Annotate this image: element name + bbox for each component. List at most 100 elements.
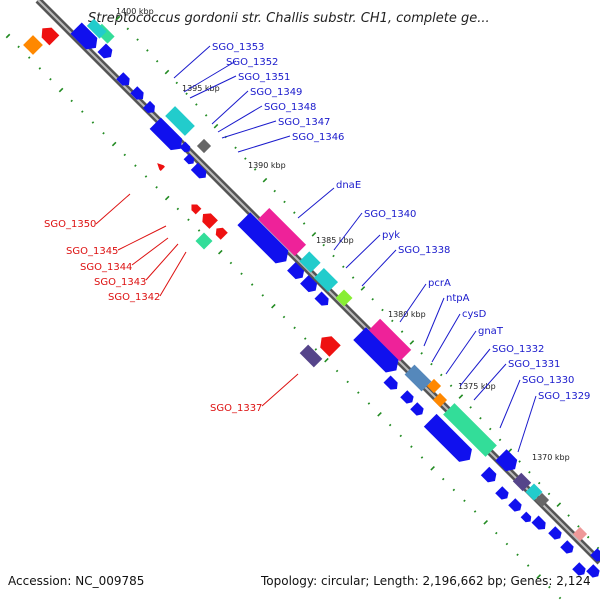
cds-feature[interactable]: [586, 564, 600, 580]
gene-label[interactable]: SGO_1347: [278, 117, 330, 128]
tick-mark: [136, 38, 139, 41]
cds-feature[interactable]: [480, 466, 499, 485]
tick-mark: [360, 286, 366, 291]
feature-block[interactable]: [23, 35, 43, 55]
cds-feature[interactable]: [70, 22, 101, 53]
feature-block[interactable]: [299, 344, 323, 368]
tick-mark: [377, 411, 382, 417]
gene-label[interactable]: pyk: [382, 230, 400, 241]
cds-feature[interactable]: [410, 402, 426, 418]
gene-label[interactable]: SGO_1342: [108, 292, 160, 303]
gene-label[interactable]: SGO_1340: [364, 209, 416, 220]
gene-label[interactable]: SGO_1345: [66, 246, 118, 257]
cds-feature[interactable]: [199, 210, 218, 229]
cds-feature[interactable]: [97, 43, 116, 62]
feature-block[interactable]: [525, 483, 543, 501]
cds-feature[interactable]: [149, 117, 187, 155]
tick-mark: [250, 283, 254, 286]
tick-mark: [391, 319, 394, 323]
cds-feature[interactable]: [572, 562, 588, 578]
gene-label[interactable]: SGO_1331: [508, 359, 560, 370]
tick-mark: [586, 535, 590, 539]
kbp-label: 1370 kbp: [532, 453, 570, 462]
feature-block[interactable]: [426, 378, 442, 394]
cds-feature[interactable]: [423, 413, 476, 466]
feature-block[interactable]: [404, 364, 432, 392]
tick-mark: [261, 294, 265, 297]
gene-label[interactable]: SGO_1346: [292, 132, 344, 143]
topology-text: Topology: circular; Length: 2,196,662 bp…: [260, 574, 591, 588]
cds-feature[interactable]: [183, 153, 197, 167]
tick-mark: [164, 69, 170, 75]
tick-mark: [342, 265, 345, 269]
cds-feature[interactable]: [383, 375, 401, 393]
feature-block[interactable]: [299, 251, 321, 273]
cds-feature[interactable]: [116, 72, 132, 88]
cds-feature[interactable]: [130, 86, 146, 102]
tick-mark: [463, 499, 466, 502]
feature-block[interactable]: [313, 267, 339, 293]
gene-label[interactable]: dnaE: [336, 180, 361, 191]
gene-label[interactable]: gnaT: [478, 326, 504, 337]
feature-block[interactable]: [534, 492, 550, 508]
tick-mark: [262, 177, 268, 183]
cds-feature[interactable]: [495, 449, 520, 474]
feature-block[interactable]: [443, 403, 497, 457]
feature-block[interactable]: [512, 472, 532, 492]
cds-feature[interactable]: [548, 526, 564, 542]
outer-tick-marks: [115, 15, 600, 550]
feature-block[interactable]: [196, 138, 212, 154]
cds-feature[interactable]: [590, 548, 600, 564]
special-features: [23, 18, 588, 542]
feature-block[interactable]: [86, 18, 107, 39]
cds-feature[interactable]: [560, 540, 576, 556]
cds-feature[interactable]: [316, 332, 341, 357]
gene-label[interactable]: SGO_1343: [94, 277, 146, 288]
cds-feature[interactable]: [314, 291, 332, 309]
tick-mark: [518, 460, 521, 463]
gene-label[interactable]: SGO_1353: [212, 42, 264, 53]
tick-mark: [155, 59, 159, 63]
feature-block[interactable]: [257, 207, 307, 257]
gene-label[interactable]: pcrA: [428, 278, 451, 289]
feature-block[interactable]: [165, 106, 195, 136]
cds-feature[interactable]: [37, 23, 60, 46]
gene-label[interactable]: SGO_1330: [522, 375, 574, 386]
cds-feature[interactable]: [520, 511, 534, 525]
gene-label[interactable]: SGO_1348: [264, 102, 316, 113]
cds-feature[interactable]: [190, 162, 209, 181]
gene-label[interactable]: SGO_1338: [398, 245, 450, 256]
tick-mark: [495, 531, 498, 535]
cds-feature[interactable]: [155, 161, 165, 171]
tick-mark: [556, 502, 562, 508]
feature-block[interactable]: [195, 232, 213, 250]
feature-block[interactable]: [368, 318, 412, 362]
cds-feature[interactable]: [353, 327, 402, 376]
gene-label[interactable]: SGO_1332: [492, 344, 544, 355]
cds-feature[interactable]: [495, 486, 511, 502]
feature-block[interactable]: [572, 526, 588, 542]
tick-mark: [528, 471, 531, 474]
gene-label[interactable]: SGO_1337: [210, 403, 262, 414]
cds-feature[interactable]: [142, 100, 158, 116]
cds-feature[interactable]: [189, 202, 202, 215]
gene-label[interactable]: ntpA: [446, 293, 470, 304]
gene-label[interactable]: SGO_1329: [538, 391, 590, 402]
tick-mark: [420, 352, 423, 355]
gene-label[interactable]: SGO_1352: [226, 57, 278, 68]
gene-label[interactable]: cysD: [462, 309, 487, 320]
feature-block[interactable]: [432, 392, 448, 408]
tick-mark: [17, 45, 20, 49]
cds-feature[interactable]: [237, 212, 292, 267]
tick-mark: [452, 488, 456, 492]
cds-feature[interactable]: [508, 498, 524, 514]
cds-feature[interactable]: [179, 141, 193, 155]
cds-feature[interactable]: [213, 225, 228, 240]
cds-feature[interactable]: [531, 515, 549, 533]
gene-label[interactable]: SGO_1350: [44, 219, 96, 230]
gene-label[interactable]: SGO_1344: [80, 262, 132, 273]
gene-label[interactable]: SGO_1349: [250, 87, 302, 98]
tick-mark: [324, 357, 329, 363]
gene-label[interactable]: SGO_1351: [238, 72, 290, 83]
cds-feature[interactable]: [400, 390, 416, 406]
